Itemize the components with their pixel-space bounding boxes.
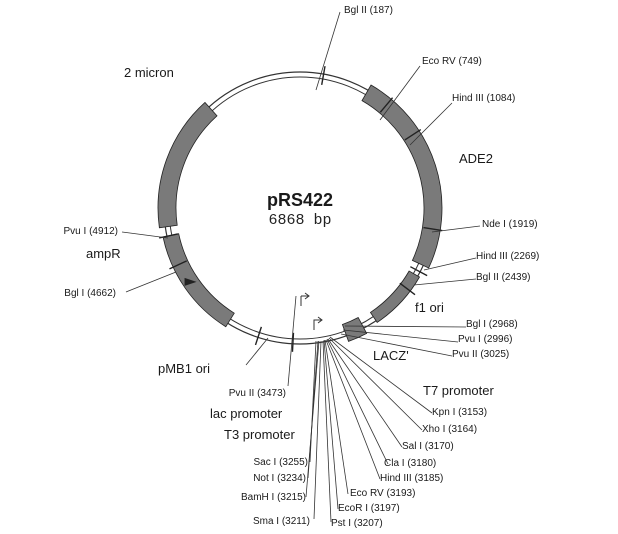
feature-label-ade2: ADE2	[459, 151, 493, 166]
site-label: Nde I (1919)	[482, 219, 538, 230]
site-label: Cla I (3180)	[384, 458, 436, 469]
feature-label-lacz: LACZ'	[373, 348, 409, 363]
plasmid-name: pRS422	[267, 190, 333, 210]
feature-arcs	[157, 84, 443, 342]
site-label: Pvu I (4912)	[64, 226, 118, 237]
feature-label-lac-promoter: lac promoter	[210, 406, 283, 421]
leader-lines	[121, 11, 481, 523]
feature-label-t7-promoter: T7 promoter	[423, 383, 494, 398]
feature-arc-ampr	[162, 233, 235, 328]
ampr-arrowhead	[184, 277, 197, 286]
tick-bgl2	[321, 66, 326, 86]
tick-hind3b	[410, 266, 428, 277]
site-label: Pvu II (3025)	[452, 349, 509, 360]
site-label: Kpn I (3153)	[432, 407, 487, 418]
site-label: Sal I (3170)	[402, 441, 454, 452]
site-label: Pvu II (3473)	[229, 388, 286, 399]
site-label: Eco RV (749)	[422, 56, 482, 67]
tick-bgl1	[399, 282, 416, 296]
feature-label-f1-ori: f1 ori	[415, 300, 444, 315]
site-label: Hind III (1084)	[452, 93, 515, 104]
site-label: Not I (3234)	[253, 473, 306, 484]
site-label: Bgl I (2968)	[466, 319, 518, 330]
tick-hind3	[404, 128, 422, 141]
site-label: Sac I (3255)	[254, 457, 308, 468]
lac-promoter-arrow	[300, 292, 310, 306]
feature-label-ampr: ampR	[86, 246, 121, 261]
tick-nde1	[423, 226, 443, 232]
feature-label-2-micron: 2 micron	[124, 65, 174, 80]
site-label: Bgl I (4662)	[64, 288, 116, 299]
site-label: Hind III (2269)	[476, 251, 539, 262]
tick-pmb1	[254, 326, 263, 346]
site-label: Pst I (3207)	[331, 518, 383, 529]
site-label: Eco RV (3193)	[350, 488, 415, 499]
tick-bgl1b	[169, 260, 188, 270]
site-label: Pvu I (2996)	[458, 334, 512, 345]
plasmid-size: 6868 bp	[268, 212, 331, 229]
feature-label-t3-promoter: T3 promoter	[224, 427, 295, 442]
feature-label-pmb1-ori: pMB1 ori	[158, 361, 210, 376]
feature-arc-2-micron	[157, 101, 218, 229]
site-label: Xho I (3164)	[422, 424, 477, 435]
feature-arc-f1-ori	[369, 270, 421, 323]
site-label: Hind III (3185)	[380, 473, 443, 484]
site-label: Sma I (3211)	[253, 516, 310, 527]
site-label: Bgl II (2439)	[476, 272, 530, 283]
t3-promoter-arrow	[313, 316, 323, 330]
tick-ecorv	[379, 97, 394, 113]
feature-arc-ade2	[361, 84, 443, 269]
site-label: BamH I (3215)	[241, 492, 306, 503]
feature-arc-lacz	[341, 316, 368, 342]
tick-pvu2	[291, 332, 295, 352]
site-label: Bgl II (187)	[344, 5, 393, 16]
site-label: EcoR I (3197)	[338, 503, 400, 514]
